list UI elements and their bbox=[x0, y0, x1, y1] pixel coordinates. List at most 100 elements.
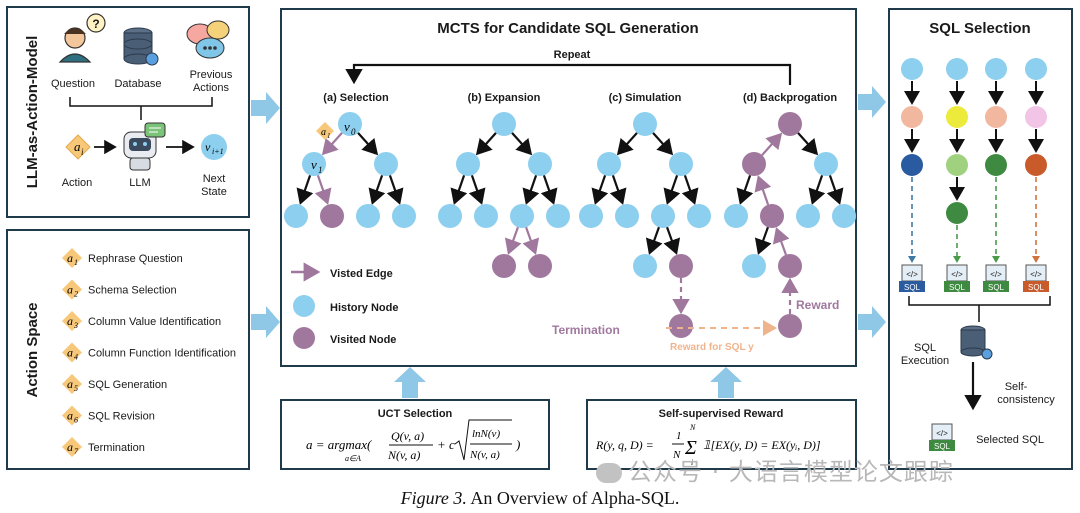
flow-arrow-right bbox=[858, 86, 886, 118]
flow-arrow-right bbox=[251, 306, 280, 338]
flow-arrow-up bbox=[710, 367, 742, 398]
database-label: Database bbox=[114, 78, 161, 90]
figure-caption: Figure 3. An Overview of Alpha-SQL. bbox=[0, 488, 1080, 509]
action-label: Rephrase Question bbox=[88, 253, 183, 265]
sql-execution-label-1: SQL bbox=[914, 342, 936, 354]
next-state-label-1: Next bbox=[203, 173, 226, 185]
action-diamond-icon bbox=[62, 437, 82, 457]
candidate-node bbox=[901, 154, 923, 176]
history-node bbox=[633, 112, 657, 136]
llm-label: LLM bbox=[129, 177, 150, 189]
action-symbol: a bbox=[67, 346, 73, 360]
tree-edge bbox=[296, 174, 314, 205]
action-diamond-icon bbox=[62, 405, 82, 426]
uct-den: N(v, a) bbox=[387, 448, 420, 462]
svg-text:</>: </> bbox=[951, 270, 963, 279]
candidate-node bbox=[1025, 106, 1047, 128]
visited-node bbox=[778, 112, 802, 136]
action-space-title: Action Space bbox=[24, 302, 41, 397]
execution-database-icon bbox=[960, 325, 993, 360]
flow-arrow-right bbox=[251, 92, 280, 124]
uct-selection-box: UCT Selection a = argmax( a∈A Q(v, a) N(… bbox=[280, 399, 550, 470]
history-node bbox=[633, 254, 657, 278]
tree-edge bbox=[681, 174, 699, 205]
history-node bbox=[356, 204, 380, 228]
chat-bubbles-icon bbox=[186, 20, 230, 59]
a1-subscript: 1 bbox=[327, 132, 331, 140]
action-label: Column Value Identification bbox=[88, 316, 221, 328]
visited-node bbox=[669, 254, 693, 278]
tree-edge bbox=[645, 226, 663, 255]
candidate-node bbox=[985, 58, 1007, 80]
previous-actions-label-2: Actions bbox=[193, 82, 230, 94]
llm-as-action-model-title: LLM-as-Action-Model bbox=[24, 36, 41, 188]
history-node bbox=[579, 204, 603, 228]
tree-edge bbox=[652, 132, 674, 156]
action-symbol: a bbox=[67, 409, 73, 423]
stage-simulation-label: (c) Simulation bbox=[609, 92, 682, 104]
candidate-node bbox=[946, 106, 968, 128]
history-node bbox=[510, 204, 534, 228]
uct-lhs: a = argmax( bbox=[306, 437, 372, 452]
watermark: 公众号 · 大语言模型论文跟踪 bbox=[596, 452, 954, 487]
history-node bbox=[724, 204, 748, 228]
next-state-symbol: v bbox=[205, 140, 211, 154]
tree-edge bbox=[386, 174, 404, 205]
database-icon bbox=[123, 27, 159, 66]
history-node bbox=[687, 204, 711, 228]
reward-title: Self-supervised Reward bbox=[659, 408, 784, 420]
action-subscript: 2 bbox=[74, 290, 78, 299]
action-symbol: a bbox=[74, 139, 81, 154]
action-subscript: 7 bbox=[74, 447, 79, 456]
sql-selection-title: SQL Selection bbox=[929, 20, 1030, 37]
svg-text:lnN(v): lnN(v) bbox=[472, 428, 500, 440]
previous-actions-label-1: Previous bbox=[190, 69, 233, 81]
history-node bbox=[438, 204, 462, 228]
tree-edge bbox=[591, 174, 609, 205]
visited-node bbox=[760, 204, 784, 228]
visited-node bbox=[778, 314, 802, 338]
sql-tag: SQL bbox=[1028, 283, 1045, 292]
candidate-node bbox=[946, 202, 968, 224]
stage-expansion-label: (b) Expansion bbox=[468, 92, 541, 104]
history-node bbox=[796, 204, 820, 228]
action-diamond-icon bbox=[62, 374, 82, 394]
action-subscript: 1 bbox=[74, 258, 78, 267]
self-consistency-label-1: Self- bbox=[1005, 381, 1028, 393]
reward-rhs: 𝟙[EX(y, D) = EX(yᵢ, D)] bbox=[703, 438, 821, 452]
svg-text:?: ? bbox=[92, 17, 99, 31]
tree-edge bbox=[540, 174, 558, 205]
tree-edge bbox=[450, 174, 468, 205]
history-node bbox=[302, 152, 326, 176]
history-node bbox=[742, 254, 766, 278]
tree-edge bbox=[826, 174, 844, 205]
candidate-node bbox=[901, 58, 923, 80]
action-symbol: a bbox=[67, 251, 73, 265]
candidate-node bbox=[901, 106, 923, 128]
candidate-sql-path: </>SQL bbox=[1023, 58, 1049, 292]
history-node bbox=[669, 152, 693, 176]
tree-edge bbox=[609, 174, 627, 205]
repeat-arrow bbox=[345, 63, 792, 85]
candidate-sql-path: </>SQL bbox=[944, 58, 970, 292]
legend-visited-edge: Visted Edge bbox=[330, 268, 393, 280]
tree-edge bbox=[663, 226, 681, 255]
svg-text:N: N bbox=[672, 449, 681, 461]
robot-llm-icon bbox=[123, 122, 166, 171]
candidate-node bbox=[1025, 58, 1047, 80]
candidate-node bbox=[946, 58, 968, 80]
history-node bbox=[474, 204, 498, 228]
action-label: Schema Selection bbox=[88, 285, 177, 297]
uct-under: a∈A bbox=[345, 454, 361, 463]
legend-visited-swatch bbox=[293, 327, 315, 349]
action-label: SQL Generation bbox=[88, 379, 167, 391]
caption-text: An Overview of Alpha-SQL. bbox=[466, 488, 680, 508]
action-label: Termination bbox=[88, 442, 145, 454]
a1-diamond-icon bbox=[316, 122, 334, 140]
svg-text:Σ: Σ bbox=[684, 437, 697, 459]
v1-subscript: 1 bbox=[318, 165, 323, 175]
history-node bbox=[338, 112, 362, 136]
